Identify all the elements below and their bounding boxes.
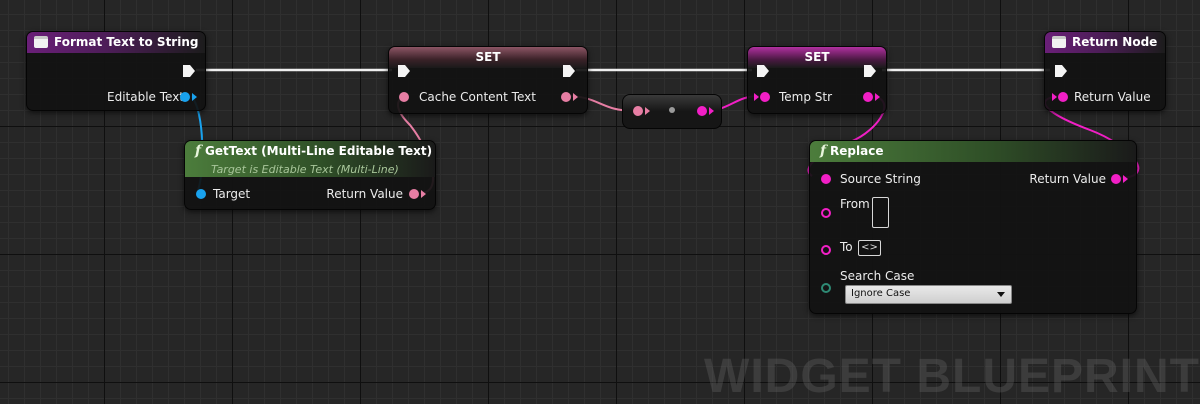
search-case-in-pin[interactable] — [821, 283, 831, 293]
conversion-in-pin[interactable] — [633, 106, 643, 116]
pin-arrow — [1052, 93, 1057, 101]
editable-text-out-pin[interactable] — [180, 92, 190, 102]
pin-arrow — [875, 93, 880, 101]
node-header: SET — [748, 47, 886, 68]
exec-in-pin[interactable] — [397, 64, 411, 78]
widget-blueprint-watermark: WIDGET BLUEPRINT — [704, 350, 1200, 403]
pin-arrow — [709, 107, 714, 115]
source-string-in-pin[interactable] — [821, 174, 831, 184]
pin-arrow — [754, 93, 759, 101]
cache-content-out-pin[interactable] — [561, 92, 571, 102]
pin-label-search-case: Search Case — [840, 269, 915, 283]
node-subtitle: Target is Editable Text (Multi-Line) — [211, 163, 399, 176]
search-case-dropdown[interactable]: Ignore Case — [845, 285, 1012, 304]
exec-in-pin[interactable] — [1054, 64, 1068, 78]
node-title: Return Node — [1072, 35, 1158, 49]
cache-content-in-pin[interactable] — [399, 92, 409, 102]
pin-label-to: To — [840, 240, 853, 254]
conversion-dot-icon — [669, 107, 675, 113]
node-title: Format Text to String — [54, 35, 199, 49]
return-value-out-pin[interactable] — [409, 189, 419, 199]
node-title: GetText (Multi-Line Editable Text) — [205, 144, 433, 158]
exec-out-pin[interactable] — [182, 64, 196, 78]
function-f-icon: f — [195, 143, 202, 159]
pin-label-return-value: Return Value — [326, 187, 403, 201]
pin-label-return-value: Return Value — [1029, 172, 1106, 186]
format-text-to-string-node[interactable]: Format Text to String Editable Text — [26, 31, 206, 111]
target-in-pin[interactable] — [196, 189, 206, 199]
to-in-pin[interactable] — [821, 245, 831, 255]
exec-in-pin[interactable] — [756, 64, 770, 78]
to-text-field[interactable]: <> — [858, 240, 881, 256]
node-title: Replace — [830, 144, 884, 158]
pin-arrow — [1123, 175, 1128, 183]
node-title: SET — [475, 50, 501, 64]
pin-label-cache-content: Cache Content Text — [419, 90, 536, 104]
set-temp-str-node[interactable]: SET Temp Str — [747, 46, 887, 114]
pin-label-return-value: Return Value — [1074, 90, 1151, 104]
return-value-out-pin[interactable] — [1111, 174, 1121, 184]
node-header: SET — [389, 47, 587, 68]
event-node-icon — [34, 35, 48, 48]
return-node-icon — [1052, 35, 1066, 48]
node-title: SET — [804, 50, 830, 64]
chevron-down-icon — [997, 292, 1005, 297]
temp-str-out-pin[interactable] — [863, 92, 873, 102]
conversion-out-pin[interactable] — [697, 106, 707, 116]
return-value-in-pin[interactable] — [1058, 92, 1068, 102]
pin-arrow — [421, 190, 426, 198]
temp-str-in-pin[interactable] — [760, 92, 770, 102]
pin-label-target: Target — [213, 187, 251, 201]
pin-arrow — [645, 107, 650, 115]
text-to-string-conversion-node[interactable] — [622, 94, 722, 129]
pin-label-from: From — [840, 197, 870, 211]
return-node[interactable]: Return Node Return Value — [1044, 31, 1166, 111]
search-case-selected: Ignore Case — [851, 288, 911, 299]
pin-label-editable-text: Editable Text — [107, 90, 185, 104]
pin-arrow — [192, 93, 197, 101]
node-header: Format Text to String — [27, 32, 205, 53]
from-in-pin[interactable] — [821, 208, 831, 218]
node-header: Return Node — [1045, 32, 1165, 53]
pin-label-source-string: Source String — [840, 172, 921, 186]
exec-out-pin[interactable] — [562, 64, 576, 78]
function-f-icon: f — [820, 143, 827, 159]
pin-label-temp-str: Temp Str — [779, 90, 833, 104]
exec-out-pin[interactable] — [863, 64, 877, 78]
pin-arrow — [573, 93, 578, 101]
set-cache-content-node[interactable]: SET Cache Content Text — [388, 46, 588, 114]
from-text-field[interactable] — [872, 197, 889, 228]
